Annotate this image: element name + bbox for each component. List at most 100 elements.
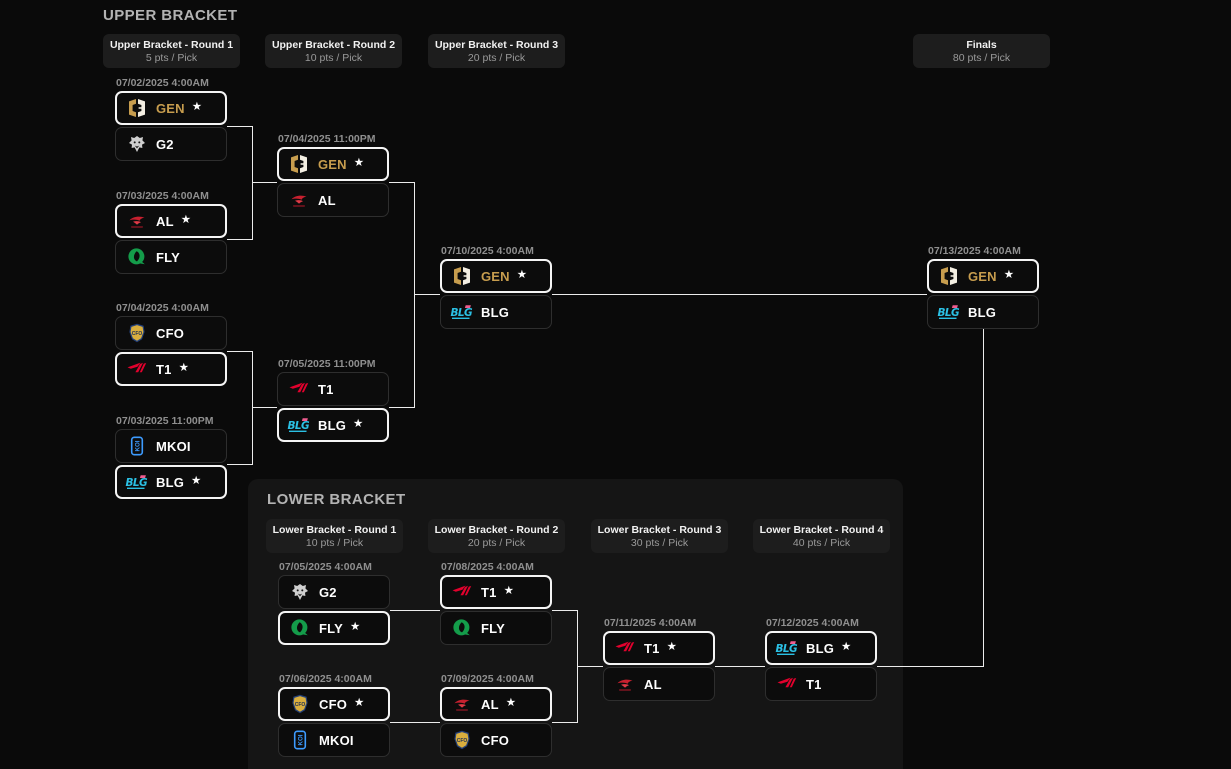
round-header-upper-1: Upper Bracket - Round 1 5 pts / Pick [103,34,240,68]
g2-logo-icon [124,134,150,154]
team-row[interactable]: GEN ★ [927,259,1039,293]
team-name: AL [644,676,662,692]
blg-logo-icon: BLG [286,415,312,435]
team-name: AL [318,192,336,208]
team-row[interactable]: T1 [765,667,877,701]
match-date: 07/06/2025 4:00AM [279,673,372,685]
team-row[interactable]: CFO CFO [115,316,227,350]
svg-text:KOI: KOI [134,440,141,451]
team-row[interactable]: T1 [277,372,389,406]
team-name: T1 [156,361,172,377]
pick-star-icon: ★ [353,418,364,431]
round-header-upper-2: Upper Bracket - Round 2 10 pts / Pick [265,34,402,68]
team-row[interactable]: BLG BLG ★ [765,631,877,665]
round-header-label: Upper Bracket - Round 2 [271,38,396,51]
pick-star-icon: ★ [503,585,514,598]
t1-logo-icon [124,359,150,379]
match-card: 07/05/2025 11:00PM T1 BLG BLG ★ [277,358,389,442]
team-row[interactable]: G2 [115,127,227,161]
match-card: 07/09/2025 4:00AM AL ★ CFO CFO [440,673,552,757]
match-date: 07/12/2025 4:00AM [766,617,859,629]
round-header-label: Upper Bracket - Round 3 [434,38,559,51]
team-name: T1 [644,640,660,656]
team-name: T1 [806,676,822,692]
fly-logo-icon [449,618,475,638]
gen-logo-icon [449,266,475,286]
svg-text:BLG: BLG [126,477,148,489]
bracket-connector-line [252,126,253,240]
bracket-connector-line [577,666,603,667]
team-name: FLY [156,249,180,265]
match-card: 07/04/2025 4:00AM CFO CFO T1 ★ [115,302,227,386]
pick-star-icon: ★ [666,641,677,654]
team-row[interactable]: CFO CFO ★ [278,687,390,721]
al-logo-icon [286,190,312,210]
team-row[interactable]: BLG BLG [440,295,552,329]
match-card: 07/03/2025 11:00PM KOI MKOI BLG BLG ★ [115,415,227,499]
svg-text:BLG: BLG [451,307,473,319]
team-row[interactable]: AL [277,183,389,217]
bracket-connector-line [552,294,927,295]
round-header-lower-3: Lower Bracket - Round 3 30 pts / Pick [591,519,728,553]
team-name: AL [481,696,499,712]
team-row[interactable]: CFO CFO [440,723,552,757]
round-header-points: 40 pts / Pick [792,536,851,549]
al-logo-icon [612,674,638,694]
match-date: 07/11/2025 4:00AM [604,617,697,629]
bracket-connector-line [252,182,277,183]
round-header-points: 30 pts / Pick [630,536,689,549]
team-row[interactable]: FLY ★ [278,611,390,645]
svg-text:BLG: BLG [938,307,960,319]
team-row[interactable]: AL ★ [115,204,227,238]
match-date: 07/02/2025 4:00AM [116,77,209,89]
team-row[interactable]: BLG BLG ★ [277,408,389,442]
round-header-points: 10 pts / Pick [304,51,363,64]
match-card: 07/06/2025 4:00AM CFO CFO ★ KOI MKOI [278,673,390,757]
team-row[interactable]: KOI MKOI [278,723,390,757]
blg-logo-icon: BLG [449,302,475,322]
round-header-points: 20 pts / Pick [467,536,526,549]
pick-star-icon: ★ [178,362,189,375]
match-date: 07/04/2025 4:00AM [116,302,209,314]
g2-logo-icon [287,582,313,602]
round-header-points: 10 pts / Pick [305,536,364,549]
team-row[interactable]: GEN ★ [440,259,552,293]
bracket-connector-line [414,182,415,408]
team-row[interactable]: AL [603,667,715,701]
team-row[interactable]: FLY [115,240,227,274]
blg-logo-icon: BLG [124,472,150,492]
team-row[interactable]: T1 ★ [115,352,227,386]
gen-logo-icon [124,98,150,118]
match-date: 07/08/2025 4:00AM [441,561,534,573]
round-header-label: Lower Bracket - Round 3 [597,523,722,536]
bracket-connector-line [227,126,252,127]
gen-logo-icon [936,266,962,286]
pick-star-icon: ★ [353,157,365,170]
team-row[interactable]: FLY [440,611,552,645]
team-row[interactable]: BLG BLG ★ [115,465,227,499]
team-row[interactable]: T1 ★ [440,575,552,609]
team-row[interactable]: T1 ★ [603,631,715,665]
team-row[interactable]: GEN ★ [277,147,389,181]
upper-bracket-title: UPPER BRACKET [103,7,238,24]
team-name: BLG [968,304,997,320]
team-row[interactable]: AL ★ [440,687,552,721]
round-header-label: Lower Bracket - Round 2 [434,523,559,536]
match-date: 07/10/2025 4:00AM [441,245,534,257]
lower-bracket-title: LOWER BRACKET [267,491,406,508]
team-row[interactable]: GEN ★ [115,91,227,125]
round-header-label: Finals [966,38,997,51]
team-row[interactable]: BLG BLG [927,295,1039,329]
round-header-points: 80 pts / Pick [952,51,1011,64]
round-header-upper-3: Upper Bracket - Round 3 20 pts / Pick [428,34,565,68]
round-header-points: 5 pts / Pick [145,51,198,64]
svg-text:CFO: CFO [457,738,468,744]
t1-logo-icon [612,638,638,658]
svg-text:CFO: CFO [132,331,143,337]
match-card: 07/13/2025 4:00AM GEN ★ BLG BLG [927,245,1039,329]
team-row[interactable]: G2 [278,575,390,609]
round-header-lower-4: Lower Bracket - Round 4 40 pts / Pick [753,519,890,553]
bracket-connector-line [390,722,440,723]
team-row[interactable]: KOI MKOI [115,429,227,463]
